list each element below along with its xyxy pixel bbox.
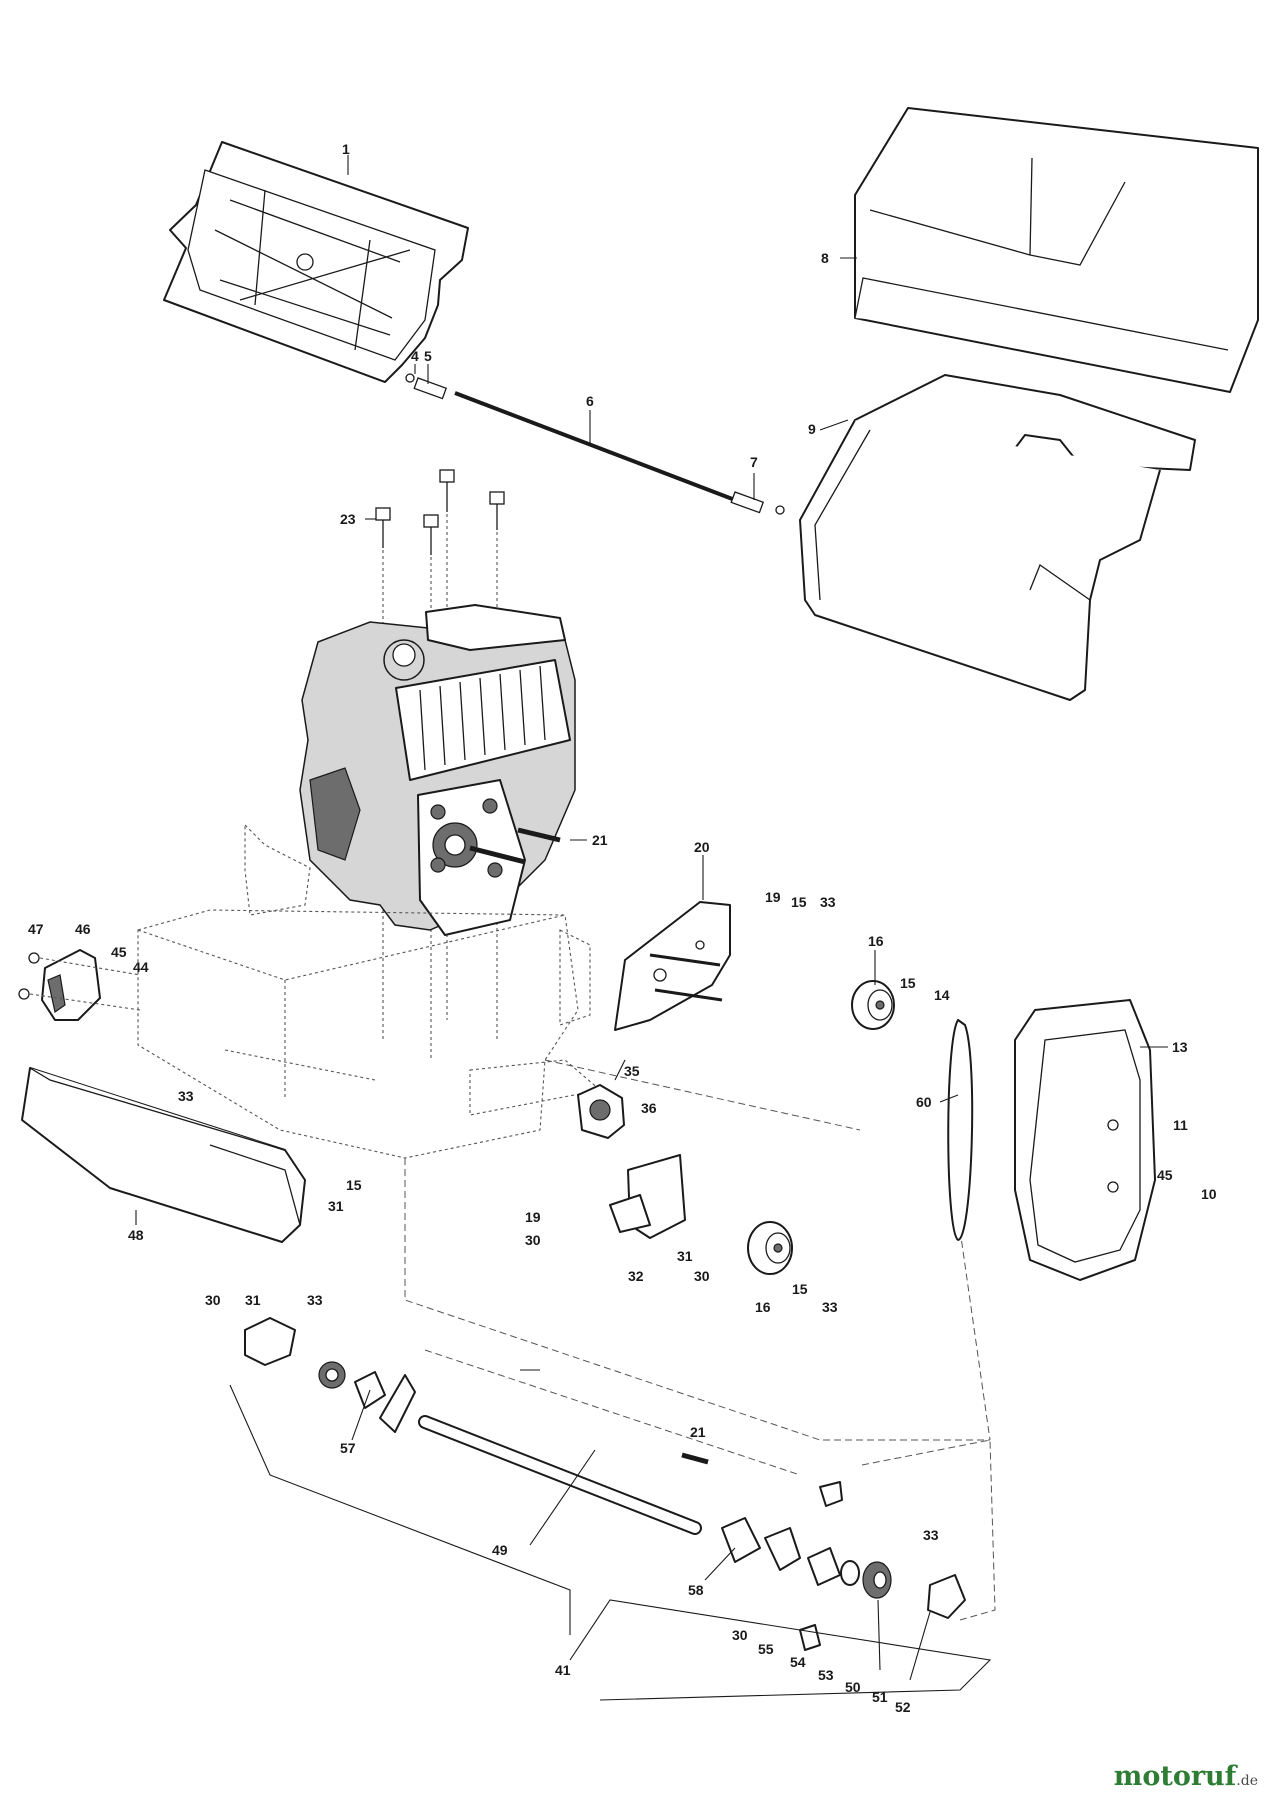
leader-lines [135, 155, 1168, 1701]
callout-labels: 1 4 5 6 7 8 9 23 21 20 19 15 33 16 15 14… [28, 141, 1217, 1715]
watermark-suffix: .de [1236, 1773, 1258, 1789]
watermark-main: motoruf [1113, 1761, 1237, 1792]
callout-21a: 21 [592, 832, 608, 848]
callout-13: 13 [1172, 1039, 1188, 1055]
lower-pulley [747, 1221, 793, 1275]
callout-54: 54 [790, 1654, 806, 1670]
callout-23: 23 [340, 511, 356, 527]
callout-21b: 21 [690, 1424, 706, 1440]
callout-31b: 31 [677, 1248, 693, 1264]
engine-key [517, 827, 561, 843]
callout-16b: 16 [755, 1299, 771, 1315]
deflector-plate [163, 141, 469, 383]
callout-49: 49 [492, 1542, 508, 1558]
callout-14: 14 [934, 987, 950, 1003]
callout-16a: 16 [868, 933, 884, 949]
callout-57: 57 [340, 1440, 356, 1456]
belt-cover [1014, 999, 1156, 1281]
callout-10: 10 [1201, 1186, 1217, 1202]
callout-33b: 33 [178, 1088, 194, 1104]
callout-58: 58 [688, 1582, 704, 1598]
grass-box [854, 107, 1259, 393]
bearing-housing [577, 1084, 625, 1139]
callout-15b: 15 [900, 975, 916, 991]
callout-48: 48 [128, 1227, 144, 1243]
callout-19b: 19 [525, 1209, 541, 1225]
callout-6: 6 [586, 393, 594, 409]
callout-31c: 31 [245, 1292, 261, 1308]
callout-41: 41 [555, 1662, 571, 1678]
callout-51: 51 [872, 1689, 888, 1705]
callout-44: 44 [133, 959, 149, 975]
roller-assembly [244, 1317, 996, 1651]
callout-33d: 33 [307, 1292, 323, 1308]
upper-pulley [851, 980, 895, 1030]
callout-9: 9 [808, 421, 816, 437]
callout-20: 20 [694, 839, 710, 855]
callout-33a: 33 [820, 894, 836, 910]
callout-45a: 45 [111, 944, 127, 960]
grass-box-frame [799, 374, 1196, 701]
callout-30b: 30 [694, 1268, 710, 1284]
callout-4: 4 [411, 348, 419, 364]
chassis [137, 823, 991, 1441]
callout-53: 53 [818, 1667, 834, 1683]
callout-36: 36 [641, 1100, 657, 1116]
callout-47: 47 [28, 921, 44, 937]
callout-11: 11 [1173, 1117, 1188, 1133]
callout-45b: 45 [1157, 1167, 1173, 1183]
callout-33e: 33 [923, 1527, 939, 1543]
roller-bracket [609, 1154, 686, 1239]
callout-7: 7 [750, 454, 758, 470]
callout-35: 35 [624, 1063, 640, 1079]
callout-33c: 33 [822, 1299, 838, 1315]
callout-1: 1 [342, 141, 350, 157]
engine [299, 604, 576, 936]
callout-52: 52 [895, 1699, 911, 1715]
front-cover [21, 1067, 306, 1243]
callout-55: 55 [758, 1641, 774, 1657]
callout-15a: 15 [791, 894, 807, 910]
callout-19a: 19 [765, 889, 781, 905]
callout-8: 8 [821, 250, 829, 266]
callout-15c: 15 [346, 1177, 362, 1193]
rod-and-springs [405, 373, 785, 515]
clamp-bracket [18, 949, 141, 1021]
callout-31a: 31 [328, 1198, 344, 1214]
drive-belt [947, 1019, 974, 1241]
callout-5: 5 [424, 348, 432, 364]
callout-46: 46 [75, 921, 91, 937]
callout-30d: 30 [732, 1627, 748, 1643]
callout-15d: 15 [792, 1281, 808, 1297]
callout-32: 32 [628, 1268, 644, 1284]
side-plate [614, 901, 731, 1031]
callout-50: 50 [845, 1679, 861, 1695]
callout-60: 60 [916, 1094, 932, 1110]
callout-30c: 30 [205, 1292, 221, 1308]
site-watermark: motoruf.de [1114, 1761, 1258, 1792]
callout-30a: 30 [525, 1232, 541, 1248]
